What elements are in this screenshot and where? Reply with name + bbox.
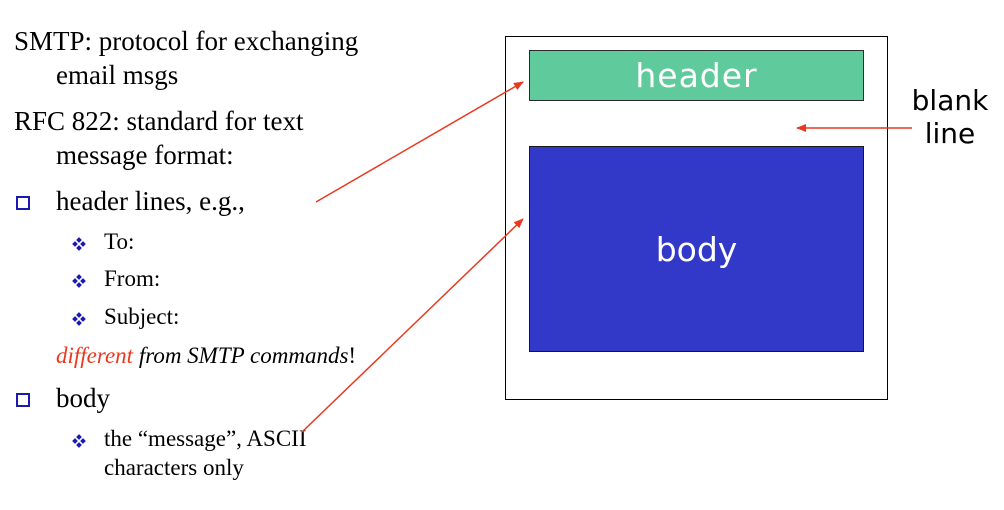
body-sub-bullet-line1: the “message”, ASCII [104,426,307,451]
blank-line-label-word2: line [924,117,976,150]
different-note-bang: ! [348,343,357,368]
sub-bullet-to: To: [104,229,135,254]
header-label: header [635,56,758,95]
sub-bullet-subject: Subject: [104,304,180,329]
body-label: body [655,229,738,269]
smtp-definition-line1: SMTP: protocol for exchanging [14,26,359,56]
header-box: header [529,50,864,101]
different-note: different from SMTP commands! [56,343,356,369]
diamond-bullet-icon [72,274,86,288]
blank-line-label-word1: blank [911,84,989,117]
smtp-definition-line2: email msgs [56,60,179,90]
square-bullet-icon [16,196,30,210]
message-frame [505,36,888,400]
body-bullet: body [56,383,110,413]
rfc822-definition-line1: RFC 822: standard for text [14,106,304,136]
body-sub-bullet-line2: characters only [104,455,244,480]
different-note-text: from SMTP commands [133,343,349,368]
sub-bullet-from: From: [104,266,161,291]
header-lines-arrow [315,81,524,203]
body-arrow [301,218,524,433]
rfc822-definition-line2: message format: [56,140,234,170]
square-bullet-icon [16,393,30,407]
header-lines-bullet: header lines, e.g., [56,186,245,216]
different-emphasis: different [56,343,134,368]
diamond-bullet-icon [72,237,86,251]
diamond-bullet-icon [72,434,86,448]
body-box: body [529,146,864,352]
diamond-bullet-icon [72,312,86,326]
